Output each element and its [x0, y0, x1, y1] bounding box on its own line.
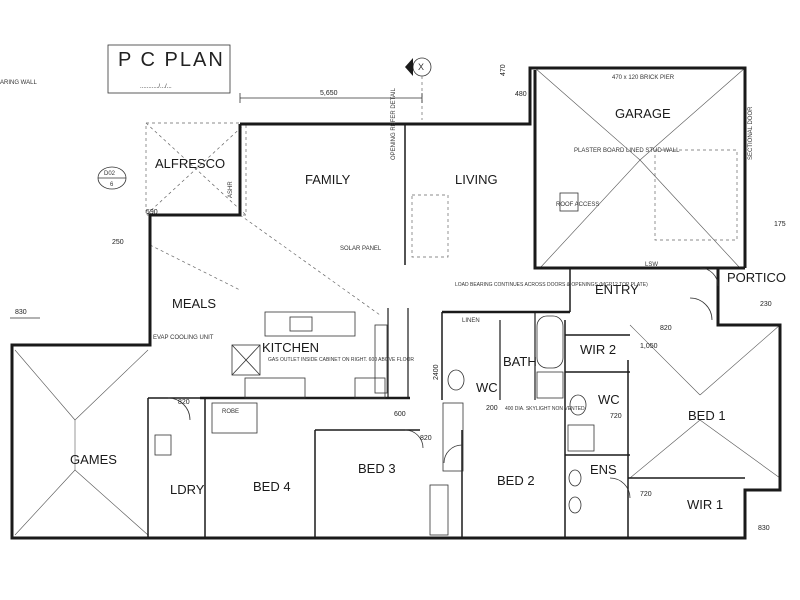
room-bed3: BED 3	[358, 461, 396, 476]
room-family: FAMILY	[305, 172, 351, 187]
dim-830-left: 830	[15, 309, 27, 316]
room-meals: MEALS	[172, 296, 216, 311]
dim-820-bed1: 820	[660, 325, 672, 332]
dim-820-bed3: 820	[420, 435, 432, 442]
note-opening-detail: OPENING REFER DETAIL	[391, 87, 397, 160]
bed1-roof-lines	[629, 324, 781, 479]
dim-250: 250	[112, 239, 124, 246]
dim-720-wc: 720	[610, 413, 622, 420]
dim-2400: 2400	[433, 364, 440, 380]
room-ldry: LDRY	[170, 482, 205, 497]
note-brick-pier: 470 x 120 BRICK PIER	[612, 75, 675, 81]
dim-820-ldry: 820	[178, 399, 190, 406]
room-portico: PORTICO	[727, 270, 786, 285]
note-linen: LINEN	[462, 318, 480, 324]
section-marker: X	[405, 57, 432, 120]
detail-tag: D02 6	[97, 166, 127, 190]
garage-roof-lines	[534, 67, 746, 269]
room-wir2: WIR 2	[580, 342, 616, 357]
note-ashr: ASHR	[228, 181, 234, 198]
title-block: P C PLAN .........../.../... ARING WALL	[0, 44, 231, 94]
room-entry: ENTRY	[595, 282, 639, 297]
room-games: GAMES	[70, 452, 117, 467]
note-roof-access: ROOF ACCESS	[556, 202, 599, 208]
note-evap-cooling: EVAP COOLING UNIT	[153, 335, 214, 341]
dim-175: 175	[774, 221, 786, 228]
detail-tag-top: D02	[104, 171, 116, 177]
note-lsw: LSW	[645, 262, 658, 268]
note-plasterboard: PLASTER BOARD LINED STUD WALL	[574, 148, 680, 154]
room-living: LIVING	[455, 172, 498, 187]
note-gas-outlet: GAS OUTLET INSIDE CABINET ON RIGHT. 600 …	[268, 357, 414, 363]
dim-230: 230	[760, 301, 772, 308]
games-roof-lines	[14, 349, 149, 536]
plan-title: P C PLAN	[118, 49, 225, 71]
room-wir1: WIR 1	[687, 497, 723, 512]
dim-5650: 5,650	[320, 90, 338, 97]
room-kitchen: KITCHEN	[262, 340, 319, 355]
note-load-bearing: LOAD BEARING CONTINUES ACROSS DOORS & OP…	[455, 282, 648, 288]
top-left-note: ARING WALL	[0, 80, 37, 86]
room-bath: BATH	[503, 354, 537, 369]
outer-walls	[10, 66, 782, 540]
room-alfresco: ALFRESCO	[155, 156, 225, 171]
detail-tag-bottom: 6	[110, 182, 114, 188]
note-robe: ROBE	[222, 409, 239, 415]
note-sectional-door: SECTIONAL DOOR	[748, 106, 754, 160]
door-swings	[167, 267, 719, 499]
room-wc2: WC	[598, 392, 620, 407]
room-ens: ENS	[590, 462, 617, 477]
dim-200: 200	[486, 405, 498, 412]
dim-590: 590	[146, 209, 158, 216]
section-marker-label: X	[418, 62, 424, 72]
dim-480: 480	[515, 91, 527, 98]
interior-walls	[147, 124, 745, 538]
room-wc1: WC	[476, 380, 498, 395]
dim-720-wir: 720	[640, 491, 652, 498]
plan-title-date: .........../.../...	[140, 84, 172, 90]
dim-830-right: 830	[758, 525, 770, 532]
fixtures	[154, 192, 595, 536]
room-bed1: BED 1	[688, 408, 726, 423]
room-garage: GARAGE	[615, 106, 671, 121]
dim-470: 470	[500, 64, 507, 76]
note-skylight: 400 DIA. SKYLIGHT NON VENTED	[505, 406, 585, 412]
dim-600: 600	[394, 411, 406, 418]
room-bed2: BED 2	[497, 473, 535, 488]
room-bed4: BED 4	[253, 479, 291, 494]
note-solar-panel: SOLAR PANEL	[340, 246, 382, 252]
dim-1050: 1,050	[640, 343, 658, 350]
